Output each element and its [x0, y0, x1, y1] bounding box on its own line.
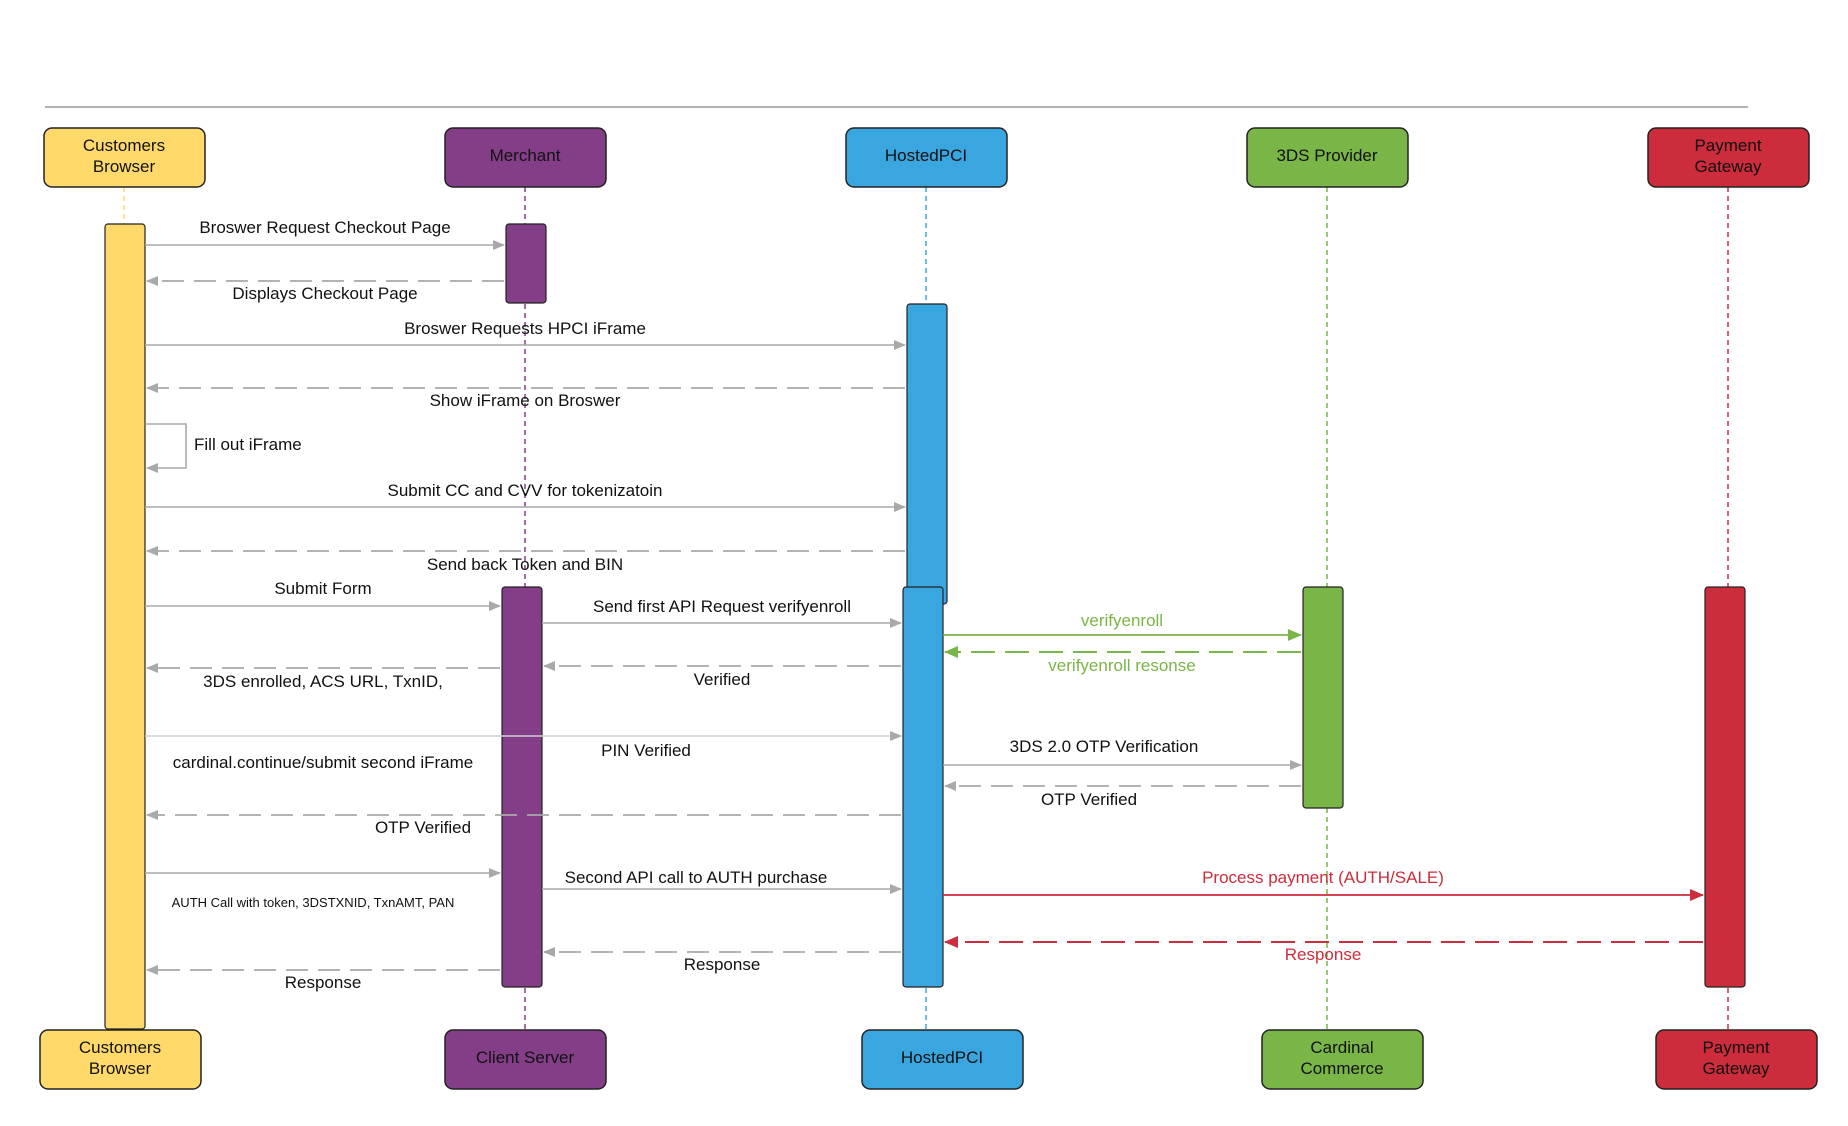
message-label: 3DS 2.0 OTP Verification [1010, 737, 1199, 756]
participant-label: Commerce [1300, 1059, 1383, 1078]
message-label: cardinal.continue/submit second iFrame [173, 753, 473, 772]
participant-label: 3DS Provider [1276, 146, 1377, 165]
arrow-fill-out-iframe [145, 423, 187, 473]
message-label: Second API call to AUTH purchase [565, 868, 828, 887]
message-label: Response [684, 955, 761, 974]
message-label: Displays Checkout Page [232, 284, 417, 303]
participant-hostedpci-bottom: HostedPCI [861, 1029, 1024, 1090]
message-label: Verified [694, 670, 751, 689]
participant-gateway-bottom: Payment Gateway [1655, 1029, 1818, 1090]
message-label: Fill out iFrame [194, 435, 302, 454]
participant-label: Merchant [490, 146, 561, 165]
message-label: Show iFrame on Broswer [430, 391, 621, 410]
participant-cardinal-bottom: Cardinal Commerce [1261, 1029, 1424, 1090]
participant-label: Browser [89, 1059, 152, 1078]
message-label: OTP Verified [1041, 790, 1137, 809]
message-label: verifyenroll resonse [1048, 656, 1195, 675]
participant-gateway-top: Payment Gateway [1647, 127, 1810, 188]
participant-client-server-bottom: Client Server [444, 1029, 607, 1090]
colored-arrows [943, 629, 1704, 948]
message-label: Broswer Request Checkout Page [199, 218, 450, 237]
participant-3ds-top: 3DS Provider [1246, 127, 1409, 188]
participant-label: Cardinal [1310, 1038, 1373, 1057]
message-label: Submit CC and CVV for tokenizatoin [388, 481, 663, 500]
message-label: Send first API Request verifyenroll [593, 597, 851, 616]
activation-bars [104, 223, 1746, 1030]
activation-hostedpci-2 [902, 586, 944, 988]
message-label: Process payment (AUTH/SALE) [1202, 868, 1444, 887]
message-label: PIN Verified [601, 741, 691, 760]
activation-hostedpci-1 [906, 303, 948, 605]
message-label: Send back Token and BIN [427, 555, 623, 574]
activation-merchant-2 [501, 586, 543, 988]
participant-label: Customers [79, 1038, 161, 1057]
participant-hostedpci-top: HostedPCI [845, 127, 1008, 188]
participant-label: Gateway [1694, 157, 1762, 176]
message-label: verifyenroll [1081, 611, 1163, 630]
participant-browser-bottom: Customers Browser [39, 1029, 202, 1090]
participant-label: HostedPCI [885, 146, 967, 165]
message-label: Submit Form [274, 579, 371, 598]
message-label: AUTH Call with token, 3DSTXNID, TxnAMT, … [172, 895, 455, 910]
participant-label: Browser [93, 157, 156, 176]
participant-merchant-top: Merchant [444, 127, 607, 188]
participant-label: Customers [83, 136, 165, 155]
activation-merchant-1 [505, 223, 547, 304]
participant-label: Client Server [476, 1048, 575, 1067]
message-labels: Broswer Request Checkout Page Displays C… [172, 218, 1444, 992]
activation-gateway [1704, 586, 1746, 988]
participant-label: Payment [1694, 136, 1761, 155]
activation-browser [104, 223, 146, 1030]
message-label: Response [285, 973, 362, 992]
message-arrows [145, 240, 1302, 975]
activation-3ds [1302, 586, 1344, 809]
participant-label: Payment [1702, 1038, 1769, 1057]
message-label: OTP Verified [375, 818, 471, 837]
participant-label: HostedPCI [901, 1048, 983, 1067]
participant-label: Gateway [1702, 1059, 1770, 1078]
message-label: 3DS enrolled, ACS URL, TxnID, [203, 672, 443, 691]
message-label: Response [1285, 945, 1362, 964]
message-label: Broswer Requests HPCI iFrame [404, 319, 646, 338]
participant-browser-top: Customers Browser [43, 127, 206, 188]
